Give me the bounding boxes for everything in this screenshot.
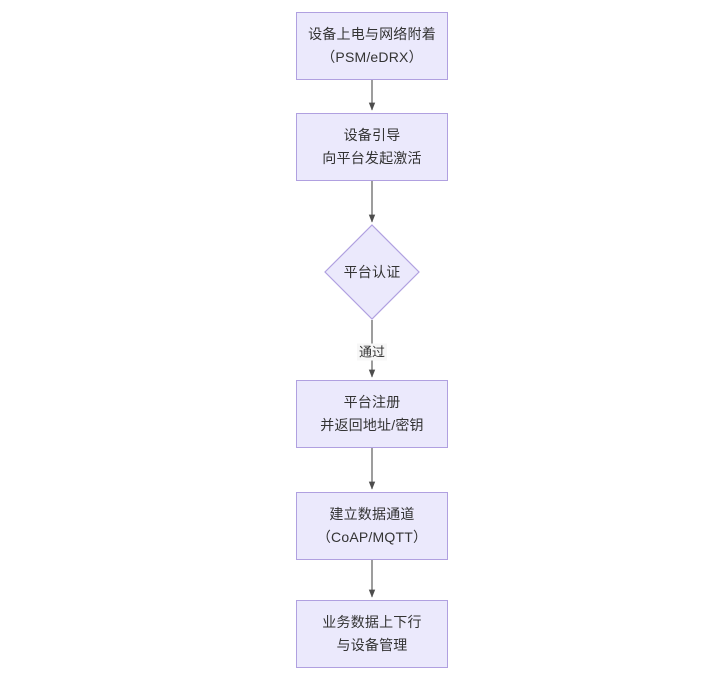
node-service-data-line-1: 业务数据上下行 bbox=[322, 614, 422, 630]
node-data-channel[interactable]: 建立数据通道 （CoAP/MQTT） bbox=[296, 492, 448, 560]
node-platform-register-line-1: 平台注册 bbox=[343, 394, 401, 410]
node-power-on-line-1: 设备上电与网络附着 bbox=[308, 26, 436, 42]
node-data-channel-line-2: （CoAP/MQTT） bbox=[316, 529, 428, 545]
node-power-on-line-2: （PSM/eDRX） bbox=[321, 49, 423, 65]
node-platform-register[interactable]: 平台注册 并返回地址/密钥 bbox=[296, 380, 448, 448]
node-platform-register-line-2: 并返回地址/密钥 bbox=[320, 417, 424, 433]
node-bootstrap-line-1: 设备引导 bbox=[343, 127, 401, 143]
node-platform-auth[interactable]: 平台认证 bbox=[324, 224, 420, 320]
node-power-on[interactable]: 设备上电与网络附着 （PSM/eDRX） bbox=[296, 12, 448, 80]
diamond-shape bbox=[324, 224, 420, 320]
node-bootstrap[interactable]: 设备引导 向平台发起激活 bbox=[296, 113, 448, 181]
node-platform-auth-label: 平台认证 bbox=[343, 263, 401, 280]
node-bootstrap-line-2: 向平台发起激活 bbox=[322, 150, 422, 166]
node-service-data-line-2: 与设备管理 bbox=[336, 637, 408, 653]
edge-label-pass: 通过 bbox=[356, 343, 388, 361]
node-service-data[interactable]: 业务数据上下行 与设备管理 bbox=[296, 600, 448, 668]
node-data-channel-line-1: 建立数据通道 bbox=[329, 506, 415, 522]
